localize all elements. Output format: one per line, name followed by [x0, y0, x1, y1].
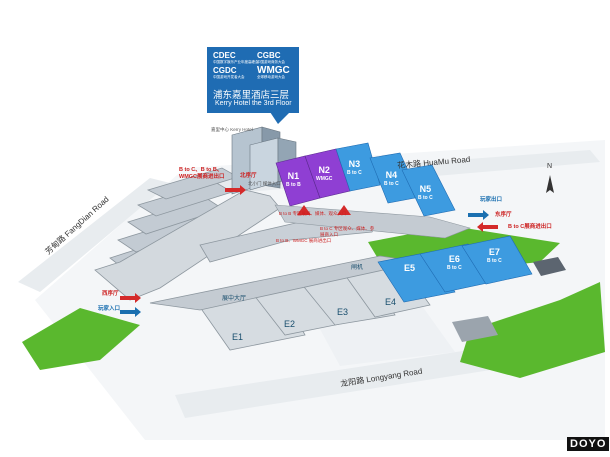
venue-callout-tail [270, 112, 290, 124]
callout-players-exit: 玩家出口 [480, 197, 503, 203]
entry-arrow-east-red [477, 222, 498, 232]
kerry-hotel-label: 嘉里中心 Kerry Hotel [211, 127, 253, 132]
entry-arrow-east-blue [468, 210, 489, 220]
lower-corridor-label: 展中大厅 [222, 296, 247, 302]
callout-player-entry: 玩家入口 [98, 306, 121, 312]
callout-north-note: 北小门 媒体入口 [248, 181, 281, 186]
venue-name-en: Kerry Hotel the 3rd Floor [215, 100, 292, 107]
small-building-east [533, 257, 566, 276]
entry-arrow-west-blue [120, 307, 141, 317]
callout-north-hall: 北序厅 [240, 173, 257, 179]
callout-east-hall: 东序厅 [495, 212, 512, 218]
hall-n3 [335, 142, 381, 192]
lobby-label: 闸机 [351, 265, 364, 271]
callout-east-entry: B to C展商进出口 [508, 224, 552, 230]
callout-west-hall: 西序厅 [102, 291, 119, 297]
watermark-doyo: DOYO [567, 437, 610, 451]
callout-press-note: B to B 专区展商、媒体、观众入口 [279, 211, 347, 216]
entry-arrow-north-red [225, 185, 246, 195]
hall-label-e5: E5 [404, 263, 416, 273]
callout-center-note: B to B、WMGC 展商进出口 [276, 238, 332, 243]
entry-arrow-mid-red-2 [337, 205, 351, 215]
callout-north-entry: B to C、B to B、WMGC展商进出口 [179, 167, 225, 180]
callout-middle-note: B to C 专区观众、媒体、参展商入口 [320, 226, 375, 237]
hall-n5 [401, 164, 456, 217]
entry-arrow-mid-red-1 [297, 205, 311, 215]
north-concourse [274, 204, 471, 239]
entry-arrow-west-red [120, 293, 141, 303]
hall-label-e1: E1 [232, 332, 244, 342]
road-fangdian [18, 178, 170, 292]
hall-label-e4: E4 [385, 297, 397, 307]
small-building-south [452, 316, 498, 342]
compass-icon [546, 175, 554, 193]
hall-label-e3: E3 [337, 307, 349, 317]
hall-e7 [461, 235, 533, 285]
green-area-east-bottom [460, 282, 605, 378]
venue-name-cn: 浦东嘉里酒店三层 [213, 90, 290, 101]
compass-label: N [547, 163, 553, 170]
hall-label-e2: E2 [284, 319, 296, 329]
green-area-west [22, 308, 140, 370]
